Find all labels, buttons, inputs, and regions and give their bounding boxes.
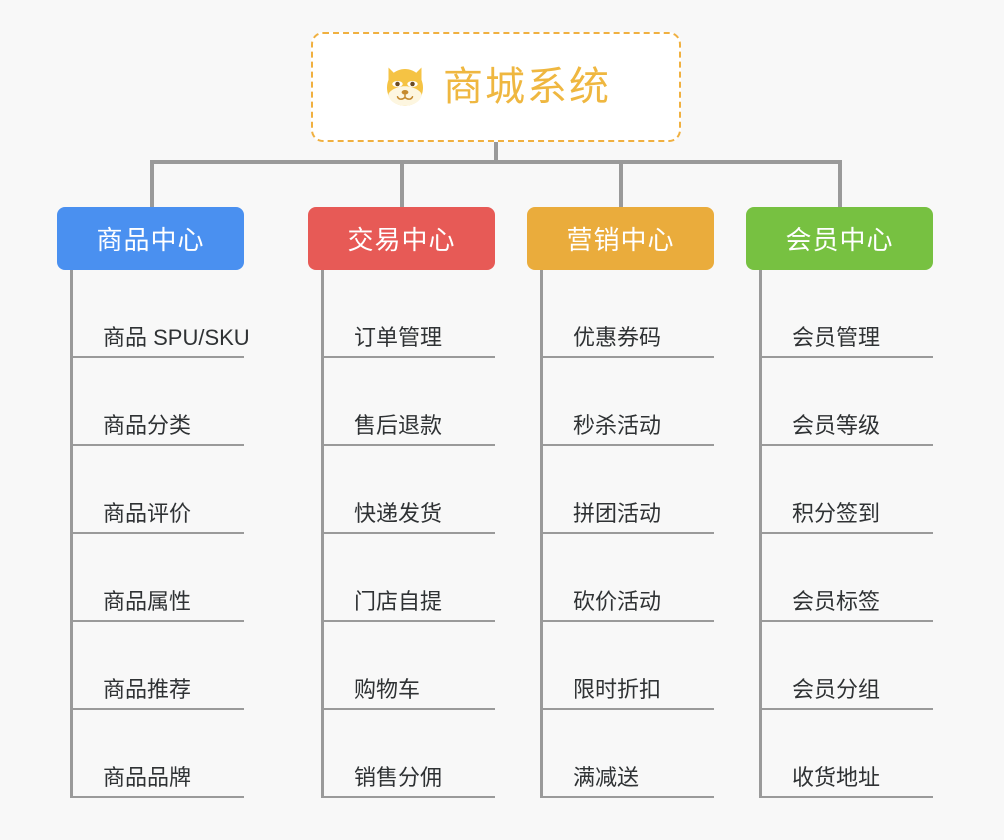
branch-item-label: 会员管理 <box>792 324 881 350</box>
branch-item[interactable]: 会员管理 <box>762 270 933 358</box>
branch-items-3: 会员管理会员等级积分签到会员标签会员分组收货地址 <box>759 270 933 798</box>
branch-item[interactable]: 秒杀活动 <box>543 358 714 446</box>
branch-items-2: 优惠券码秒杀活动拼团活动砍价活动限时折扣满减送 <box>540 270 714 798</box>
branch-item[interactable]: 购物车 <box>324 622 495 710</box>
branch-item-label: 会员标签 <box>792 588 881 614</box>
root-label: 商城系统 <box>443 65 611 109</box>
connector-horizontal-bus <box>150 160 842 164</box>
branch-header-label: 交易中心 <box>347 225 456 255</box>
branch-column-0: 商品中心商品 SPU/SKU 商品分类商品评价商品属性商品推荐商品品牌 <box>57 207 250 798</box>
branch-item-label: 商品推荐 <box>103 676 192 702</box>
branch-item-label: 限时折扣 <box>573 676 662 702</box>
branch-item[interactable]: 售后退款 <box>324 358 495 446</box>
branch-item[interactable]: 商品评价 <box>73 446 244 534</box>
root-node[interactable]: 商城系统 <box>311 32 681 142</box>
branch-item-label: 秒杀活动 <box>573 412 662 438</box>
branch-items-0: 商品 SPU/SKU 商品分类商品评价商品属性商品推荐商品品牌 <box>70 270 250 798</box>
connector-root-stem <box>494 142 498 164</box>
branch-item-label: 快递发货 <box>354 500 443 526</box>
branch-item[interactable]: 会员标签 <box>762 534 933 622</box>
branch-column-3: 会员中心会员管理会员等级积分签到会员标签会员分组收货地址 <box>746 207 933 798</box>
branch-item[interactable]: 拼团活动 <box>543 446 714 534</box>
branch-header-2[interactable]: 营销中心 <box>527 207 714 270</box>
branch-column-2: 营销中心优惠券码秒杀活动拼团活动砍价活动限时折扣满减送 <box>527 207 714 798</box>
branch-item[interactable]: 商品品牌 <box>73 710 244 798</box>
connector-drop-4 <box>838 160 842 207</box>
branch-item-label: 购物车 <box>354 676 421 702</box>
branch-item-label: 商品品牌 <box>103 764 192 790</box>
branch-item[interactable]: 销售分佣 <box>324 710 495 798</box>
branch-item-label: 商品分类 <box>103 412 192 438</box>
branch-item[interactable]: 门店自提 <box>324 534 495 622</box>
branch-item-label: 收货地址 <box>792 764 881 790</box>
branch-item[interactable]: 商品 SPU/SKU <box>73 270 250 358</box>
shiba-dog-icon <box>387 67 423 106</box>
branch-item-label: 拼团活动 <box>573 500 662 526</box>
branch-column-1: 交易中心订单管理售后退款快递发货门店自提购物车销售分佣 <box>308 207 495 798</box>
branch-item[interactable]: 会员等级 <box>762 358 933 446</box>
branch-item[interactable]: 收货地址 <box>762 710 933 798</box>
branch-header-label: 营销中心 <box>566 225 675 255</box>
branch-item[interactable]: 商品推荐 <box>73 622 244 710</box>
branch-item-label: 门店自提 <box>354 588 443 614</box>
connector-drop-3 <box>619 160 623 207</box>
branch-item[interactable]: 满减送 <box>543 710 714 798</box>
branch-header-label: 会员中心 <box>785 225 894 255</box>
connector-drop-2 <box>400 160 404 207</box>
branch-item[interactable]: 限时折扣 <box>543 622 714 710</box>
branch-item[interactable]: 会员分组 <box>762 622 933 710</box>
branch-item[interactable]: 订单管理 <box>324 270 495 358</box>
branch-item-label: 会员分组 <box>792 676 881 702</box>
branch-item[interactable]: 商品分类 <box>73 358 244 446</box>
branch-header-3[interactable]: 会员中心 <box>746 207 933 270</box>
branch-header-0[interactable]: 商品中心 <box>57 207 244 270</box>
branch-item-label: 积分签到 <box>792 500 881 526</box>
branch-item-label: 商品 SPU/SKU <box>103 324 250 350</box>
branch-item-label: 销售分佣 <box>354 764 443 790</box>
branch-item[interactable]: 砍价活动 <box>543 534 714 622</box>
connector-drop-1 <box>150 160 154 207</box>
branch-item-label: 会员等级 <box>792 412 881 438</box>
branch-item-label: 售后退款 <box>354 412 443 438</box>
branch-header-label: 商品中心 <box>96 225 205 255</box>
branch-item-label: 优惠券码 <box>573 324 662 350</box>
branch-item-label: 商品属性 <box>103 588 192 614</box>
branch-item[interactable]: 商品属性 <box>73 534 244 622</box>
branch-item-label: 满减送 <box>573 764 640 790</box>
branch-items-1: 订单管理售后退款快递发货门店自提购物车销售分佣 <box>321 270 495 798</box>
branch-header-1[interactable]: 交易中心 <box>308 207 495 270</box>
branch-item-label: 商品评价 <box>103 500 192 526</box>
branch-item[interactable]: 优惠券码 <box>543 270 714 358</box>
branch-item-label: 订单管理 <box>354 324 443 350</box>
branch-item[interactable]: 快递发货 <box>324 446 495 534</box>
branch-item-label: 砍价活动 <box>573 588 662 614</box>
branch-item[interactable]: 积分签到 <box>762 446 933 534</box>
